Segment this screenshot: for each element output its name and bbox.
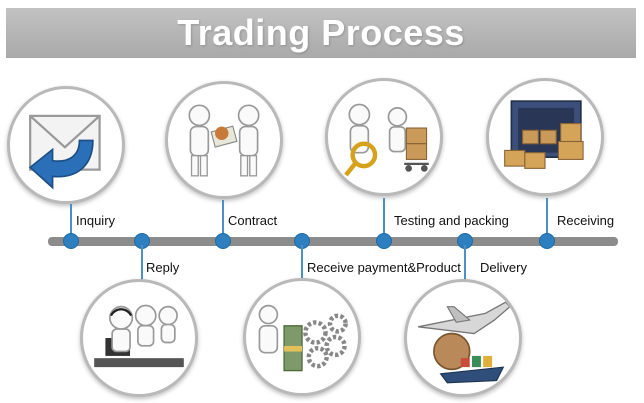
stage-label: Contract [228, 213, 278, 228]
stage-label: Inquiry [76, 213, 116, 228]
stem [546, 198, 548, 242]
handshake-contract-icon [165, 81, 283, 199]
timeline-bar [48, 237, 618, 246]
timeline-node [215, 233, 231, 249]
stage-label: Receiving [557, 213, 615, 228]
stem [70, 204, 72, 242]
envelope-arrow-icon [7, 86, 125, 204]
timeline-node [539, 233, 555, 249]
title-banner: Trading Process [6, 8, 636, 58]
money-gears-icon [243, 278, 361, 396]
container-boxes-icon [486, 78, 604, 196]
stage-label: Receive payment&Product [307, 260, 461, 275]
stem [141, 245, 143, 281]
stage-label: Testing and packing [394, 213, 509, 228]
plane-ship-globe-icon [404, 279, 522, 397]
timeline-node [63, 233, 79, 249]
call-center-icon [80, 279, 198, 397]
timeline-node [376, 233, 392, 249]
stem [383, 198, 385, 242]
magnifier-boxes-icon [325, 78, 443, 196]
stem [222, 200, 224, 242]
stage-label: Reply [146, 260, 180, 275]
stage-label: Delivery [480, 260, 527, 275]
stem [301, 245, 303, 281]
stem [464, 245, 466, 281]
page-title: Trading Process [177, 12, 465, 53]
